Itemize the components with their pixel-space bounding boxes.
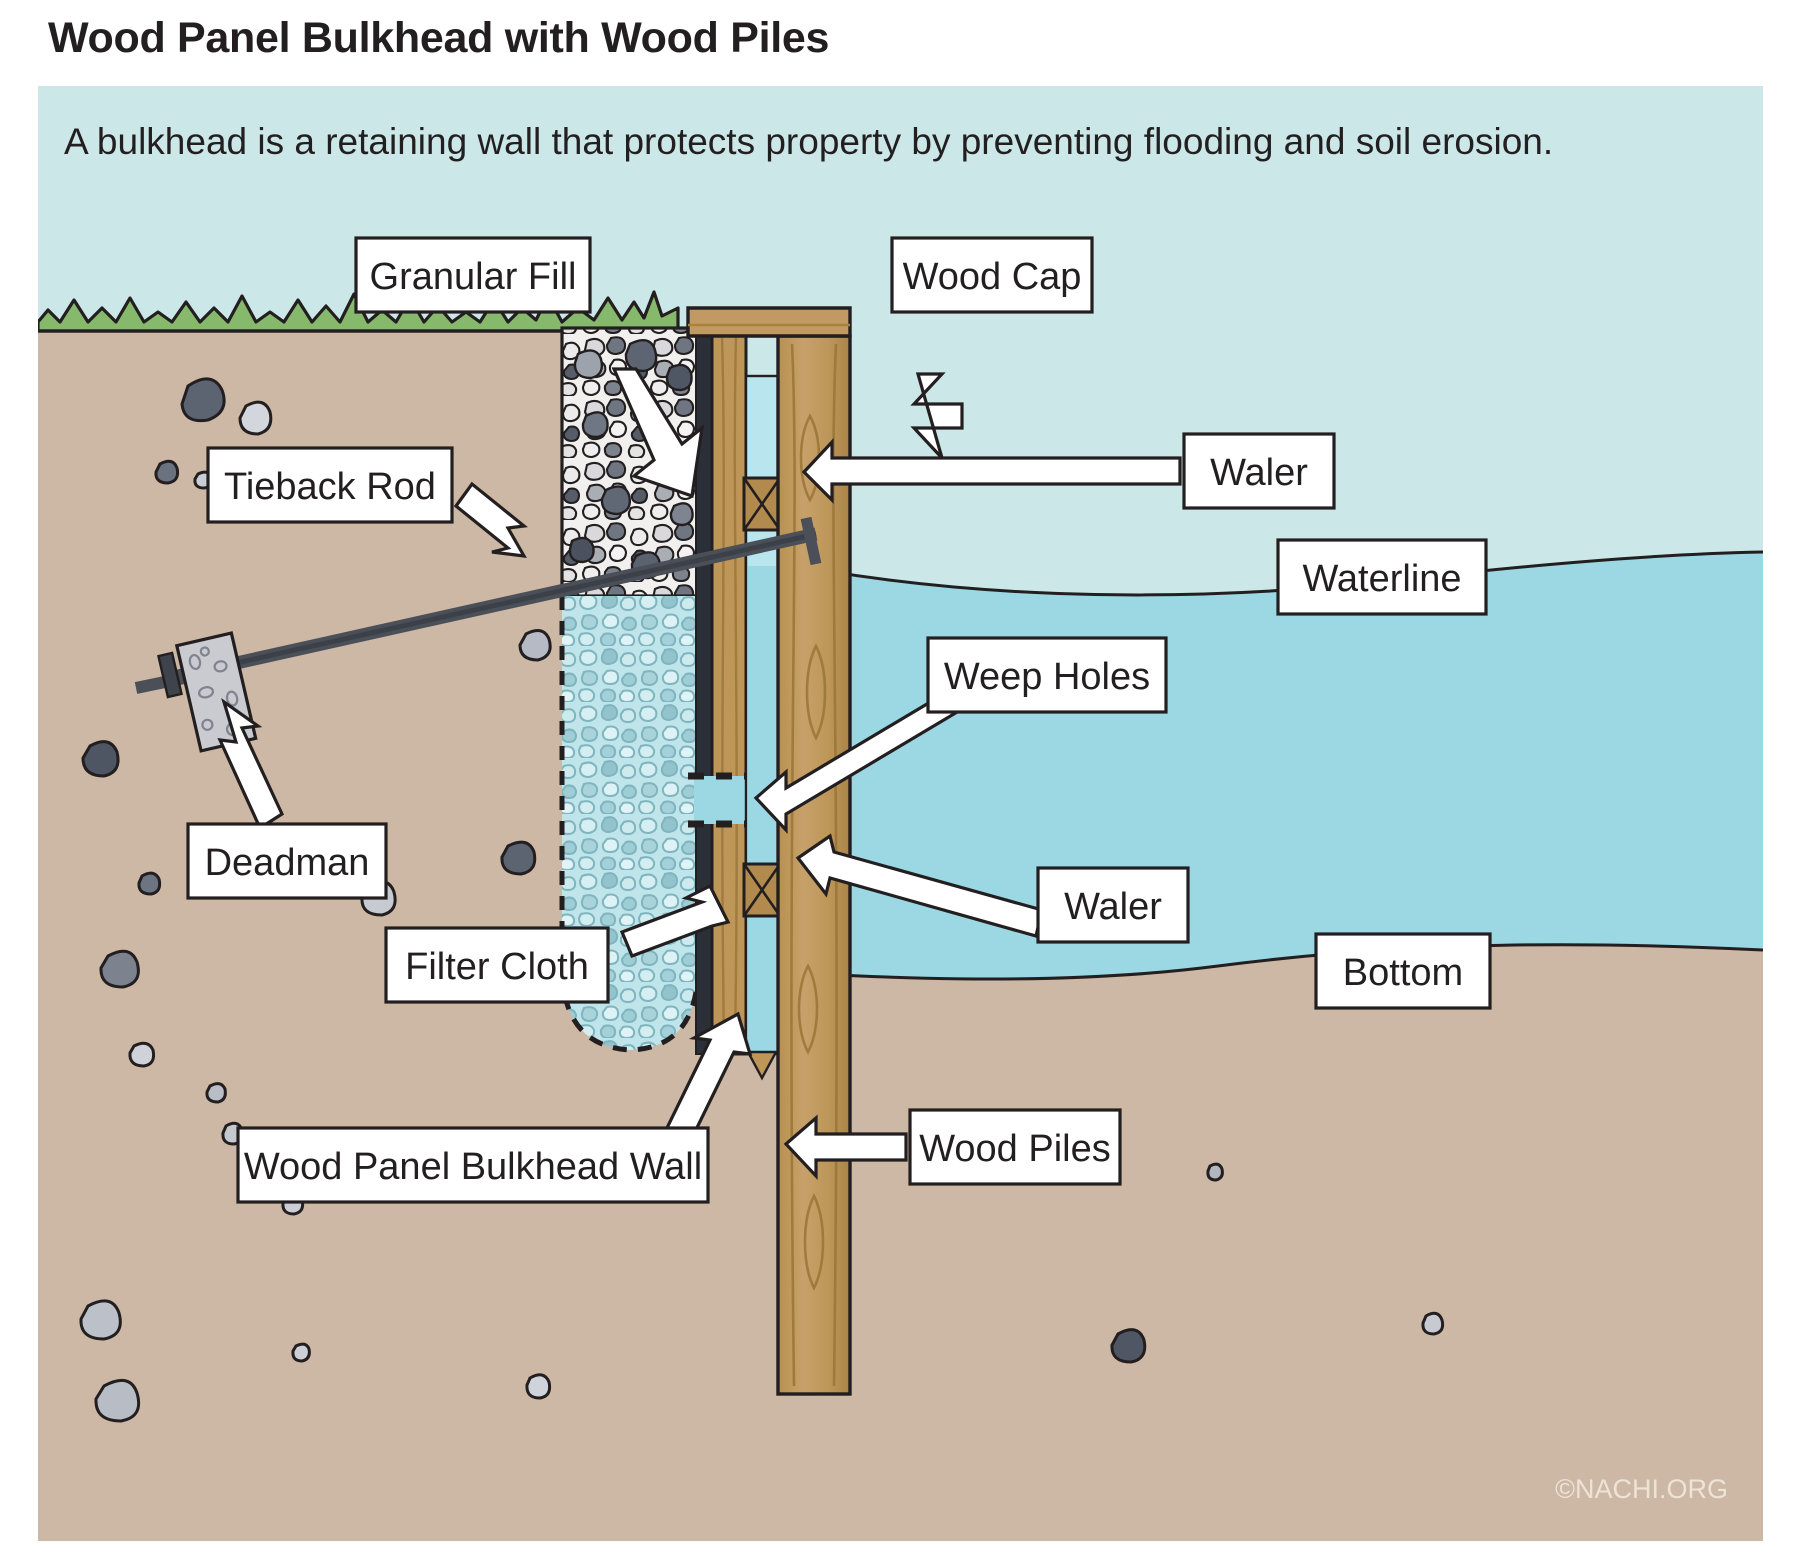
label-bottom-text: Bottom xyxy=(1343,952,1463,994)
diagram-illustration: A bulkhead is a retaining wall that prot… xyxy=(38,86,1763,1541)
label-tieback-rod[interactable]: Tieback Rod xyxy=(206,446,454,524)
label-bulkhead-wall-text: Wood Panel Bulkhead Wall xyxy=(244,1146,702,1188)
water-gap-fill-lower xyxy=(748,566,776,1052)
bulkhead-cross-section-svg: A bulkhead is a retaining wall that prot… xyxy=(38,86,1763,1541)
wood-cap xyxy=(686,306,852,338)
label-waler-lower-text: Waler xyxy=(1064,886,1162,928)
bulkhead-wall-board xyxy=(710,326,748,1056)
label-waler-lower[interactable]: Waler xyxy=(1036,866,1190,944)
label-wood-cap-text: Wood Cap xyxy=(903,256,1082,298)
label-waler-upper[interactable]: Waler xyxy=(1182,432,1336,510)
deadman-arrow xyxy=(217,698,285,831)
waler-upper xyxy=(742,476,782,532)
label-granular-fill[interactable]: Granular Fill xyxy=(354,236,592,314)
filter-cloth-arrow xyxy=(619,883,731,959)
label-wood-piles-text: Wood Piles xyxy=(919,1128,1111,1170)
label-filter-cloth-text: Filter Cloth xyxy=(405,946,589,988)
label-waler-upper-text: Waler xyxy=(1210,452,1308,494)
water-body xyxy=(750,552,1763,986)
granular-fill-arrow xyxy=(611,367,705,499)
caption-banner xyxy=(38,86,1763,198)
waler-lower xyxy=(742,862,782,918)
label-waterline-text: Waterline xyxy=(1302,558,1461,600)
seabed-soil xyxy=(678,944,1763,1541)
label-deadman-text: Deadman xyxy=(205,842,370,884)
caption-text: A bulkhead is a retaining wall that prot… xyxy=(64,121,1553,162)
label-wood-piles[interactable]: Wood Piles xyxy=(908,1108,1122,1186)
label-bulkhead-wall[interactable]: Wood Panel Bulkhead Wall xyxy=(236,1126,710,1204)
label-weep-holes-text: Weep Holes xyxy=(944,656,1150,698)
weep-hole xyxy=(688,772,752,828)
label-tieback-rod-text: Tieback Rod xyxy=(224,466,436,508)
label-filter-cloth[interactable]: Filter Cloth xyxy=(384,926,610,1004)
wood-piles-arrow xyxy=(783,1114,908,1181)
label-wood-cap[interactable]: Wood Cap xyxy=(890,236,1094,314)
wood-cap-arrow xyxy=(910,372,964,460)
copyright-credit: ©NACHI.ORG xyxy=(1555,1474,1728,1504)
soil-land xyxy=(38,331,678,1541)
label-granular-fill-text: Granular Fill xyxy=(370,256,577,298)
label-weep-holes[interactable]: Weep Holes xyxy=(926,636,1168,714)
label-deadman[interactable]: Deadman xyxy=(186,822,388,900)
label-bottom[interactable]: Bottom xyxy=(1314,932,1492,1010)
water-gap-bottom-point xyxy=(745,1050,779,1081)
tieback-rod-arrow xyxy=(453,481,528,558)
label-waterline[interactable]: Waterline xyxy=(1276,538,1488,616)
soil-rocks xyxy=(79,377,1445,1423)
tieback-rod xyxy=(176,516,822,683)
page-title: Wood Panel Bulkhead with Wood Piles xyxy=(48,14,830,62)
waler-upper-arrow xyxy=(801,437,1182,504)
